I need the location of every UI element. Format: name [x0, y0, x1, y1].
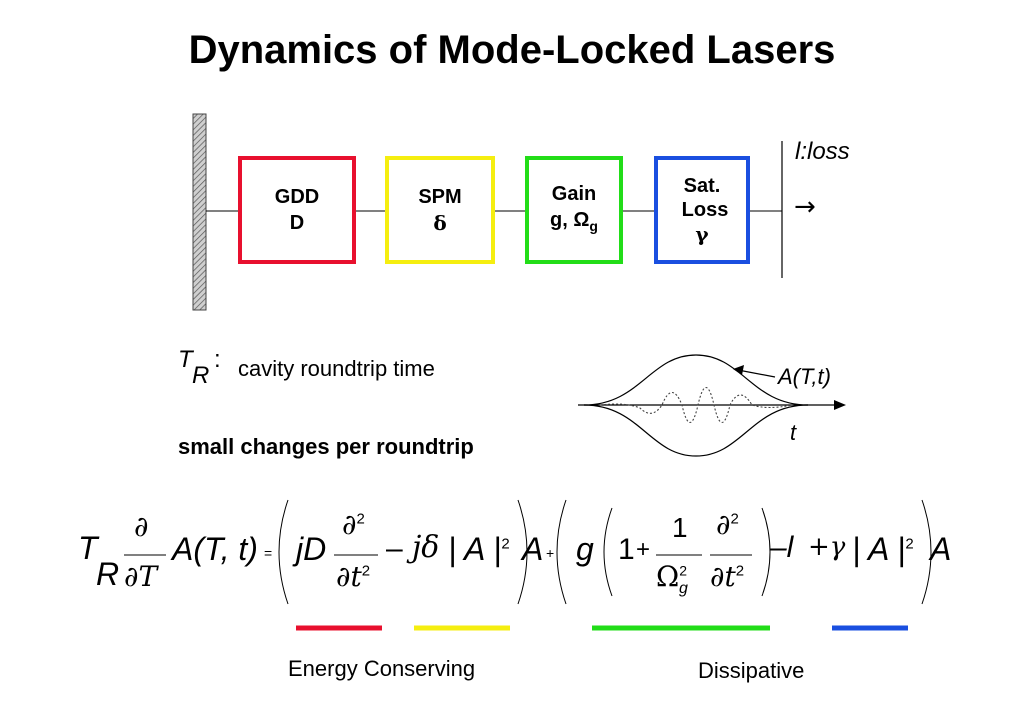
- legend-energy-conserving: Energy Conserving: [288, 656, 476, 681]
- pulse-carrier: [599, 386, 793, 424]
- pulse-label: A(T,t): [778, 364, 831, 389]
- gain-box: Gain g, Ωg: [525, 156, 623, 264]
- gdd-label: GDD: [274, 186, 320, 208]
- eq-absA-2: | A |2: [852, 531, 914, 567]
- eq-jdelta: jδ: [412, 530, 440, 565]
- cavity-mirror: [192, 113, 207, 311]
- eq-A-Tt: A(T, t): [172, 531, 258, 567]
- satloss-label-1: Sat.: [683, 175, 721, 197]
- legend-dissipative: Dissipative: [698, 658, 805, 683]
- eq-plus-gamma: +γ: [808, 532, 846, 562]
- pulse-label-arrowhead: [733, 365, 744, 375]
- pulse-envelope-lower: [583, 404, 809, 457]
- roundtrip-symbol: T: [178, 346, 193, 373]
- output-loss-label: l:loss: [795, 138, 850, 165]
- roundtrip-subscript: R: [192, 362, 210, 389]
- eq-plus-2: +: [636, 536, 651, 563]
- spm-symbol: δ: [433, 211, 447, 235]
- gdd-symbol: D: [289, 212, 305, 234]
- spm-label: SPM: [418, 186, 462, 208]
- paren-left-1: [278, 499, 289, 605]
- eq-lhs-T: T: [78, 530, 98, 566]
- eq-plus-1: +: [546, 545, 555, 561]
- gain-symbol: g, Ωg: [550, 209, 598, 234]
- satloss-box: Sat. Loss γ: [654, 156, 750, 264]
- eq-minus-l: –l: [770, 531, 794, 564]
- small-changes-text: small changes per roundtrip: [178, 434, 474, 459]
- time-axis-arrowhead: [834, 400, 846, 410]
- eq-absA-1: | A |2: [448, 531, 510, 567]
- roundtrip-colon: :: [214, 346, 221, 373]
- page-title: Dynamics of Mode-Locked Lasers: [188, 28, 836, 72]
- paren-left-2: [556, 499, 567, 605]
- satloss-label-2: Loss: [681, 199, 729, 221]
- time-axis-label: t: [790, 420, 797, 445]
- eq-A-2: A: [930, 531, 952, 567]
- paren-right-2: [921, 499, 932, 605]
- output-arrow: →: [794, 192, 816, 222]
- roundtrip-description: cavity roundtrip time: [238, 356, 435, 381]
- eq-dt2-den-2: ∂t2: [710, 560, 745, 593]
- eq-partial-num: ∂: [134, 510, 149, 543]
- eq-d2-num: ∂2: [342, 508, 365, 541]
- spm-box: SPM δ: [385, 156, 495, 264]
- eq-jD: jD: [296, 531, 327, 567]
- eq-dt2-den: ∂t2: [336, 560, 371, 593]
- eq-g: g: [576, 531, 594, 567]
- gain-label: Gain: [551, 183, 597, 205]
- satloss-symbol: γ: [695, 222, 709, 246]
- eq-minus-1: –: [386, 532, 403, 565]
- pulse-envelope-upper: [583, 354, 809, 406]
- eq-omega-g2: Ω2g: [656, 560, 688, 597]
- eq-A-1: A: [522, 531, 544, 567]
- eq-equals: =: [264, 545, 273, 561]
- paren-right-3: [761, 507, 771, 597]
- paren-left-3: [603, 507, 613, 597]
- eq-frac-num-1: 1: [672, 512, 688, 543]
- eq-d2-num-2: ∂2: [716, 508, 739, 541]
- eq-lhs-R: R: [96, 556, 120, 592]
- eq-one: 1: [618, 533, 635, 566]
- paren-right-1: [517, 499, 528, 605]
- pulse-label-pointer: [737, 369, 776, 378]
- gdd-box: GDD D: [238, 156, 356, 264]
- eq-partial-T: ∂T: [124, 560, 158, 593]
